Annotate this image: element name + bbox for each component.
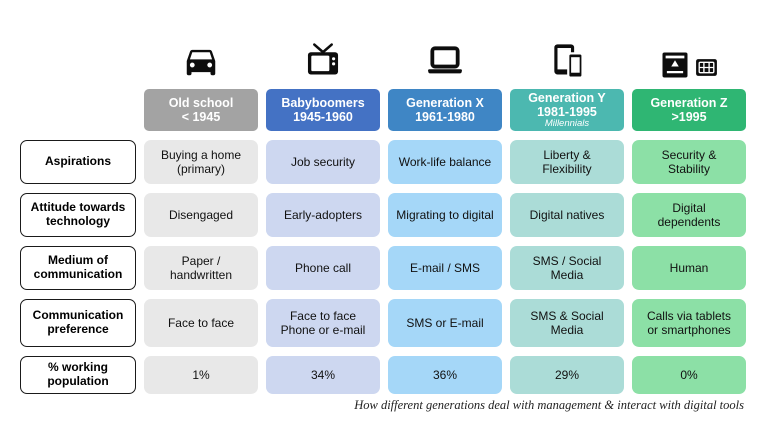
row-label-medium-of-communication: Medium of communication: [20, 246, 136, 290]
table-cell: SMS & Social Media: [510, 299, 624, 347]
column-header-generation-y: Generation Y 1981-1995 Millennials: [510, 89, 624, 131]
column-subtitle: Millennials: [544, 117, 590, 129]
column-header-old-school: Old school < 1945: [144, 89, 258, 131]
table-cell: Early-adopters: [266, 193, 380, 237]
table-cell: Liberty & Flexibility: [510, 140, 624, 184]
laptop-icon: [388, 32, 502, 80]
table-cell: SMS / Social Media: [510, 246, 624, 290]
table-cell: 1%: [144, 356, 258, 394]
sim-chip-icon: [695, 59, 717, 76]
table-cell: Calls via tablets or smartphones: [632, 299, 746, 347]
table-cell: Digital natives: [510, 193, 624, 237]
table-cell: Face to face Phone or e-mail: [266, 299, 380, 347]
row-label-communication-preference: Communication preference: [20, 299, 136, 347]
column-title: Generation Y: [528, 90, 606, 105]
table-cell: Phone call: [266, 246, 380, 290]
comparison-table: Old school < 1945 Babyboomers 1945-1960 …: [20, 32, 746, 394]
table-cell: Human: [632, 246, 746, 290]
caption-text: How different generations deal with mana…: [354, 398, 744, 412]
column-range: < 1945: [181, 110, 221, 124]
row-label-aspirations: Aspirations: [20, 140, 136, 184]
table-cell: Job security: [266, 140, 380, 184]
column-title: Generation Z: [650, 96, 728, 110]
table-cell: Migrating to digital: [388, 193, 502, 237]
column-header-babyboomers: Babyboomers 1945-1960: [266, 89, 380, 131]
column-range: 1945-1960: [293, 110, 353, 124]
column-header-generation-x: Generation X 1961-1980: [388, 89, 502, 131]
table-cell: 29%: [510, 356, 624, 394]
car-icon: [144, 32, 258, 80]
table-cell: 36%: [388, 356, 502, 394]
mobile-devices-icon: [510, 32, 624, 80]
table-cell: Paper / handwritten: [144, 246, 258, 290]
table-cell: 34%: [266, 356, 380, 394]
table-cell: Face to face: [144, 299, 258, 347]
column-range: 1981-1995: [537, 104, 597, 119]
table-cell: E-mail / SMS: [388, 246, 502, 290]
column-range: >1995: [671, 110, 707, 124]
icon-row-spacer: [20, 32, 136, 80]
row-label-attitude-towards-technology: Attitude towards technology: [20, 193, 136, 237]
table-cell: Work-life balance: [388, 140, 502, 184]
printer-3d-icon: [662, 52, 687, 78]
column-range: 1961-1980: [415, 110, 475, 124]
printer-and-chip-icon: [632, 32, 746, 80]
table-cell: Buying a home (primary): [144, 140, 258, 184]
column-title: Old school: [168, 96, 234, 110]
table-cell: Disengaged: [144, 193, 258, 237]
table-cell: SMS or E-mail: [388, 299, 502, 347]
row-label-percent-working-population: % working population: [20, 356, 136, 394]
column-title: Babyboomers: [281, 96, 365, 110]
table-cell: Digital dependents: [632, 193, 746, 237]
column-title: Generation X: [406, 96, 484, 110]
column-header-generation-z: Generation Z >1995: [632, 89, 746, 131]
tv-icon: [266, 32, 380, 80]
header-row-spacer: [20, 89, 136, 131]
table-cell: Security & Stability: [632, 140, 746, 184]
table-cell: 0%: [632, 356, 746, 394]
